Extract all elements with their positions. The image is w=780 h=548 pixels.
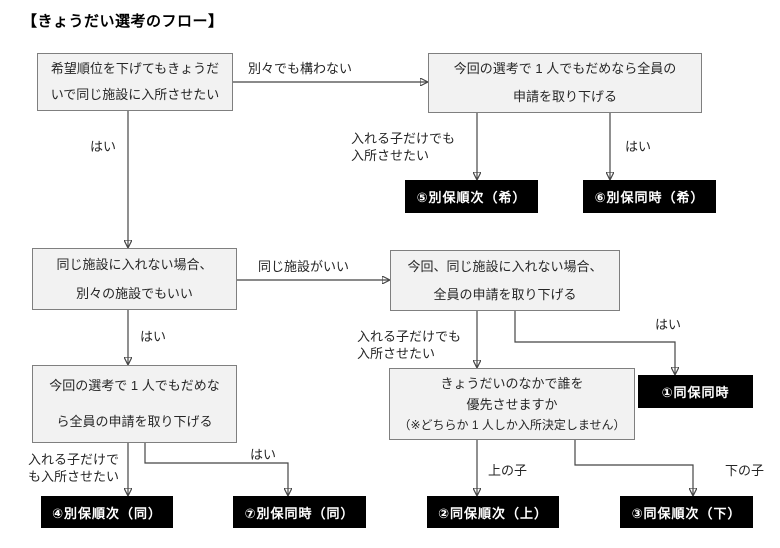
result-box-7-beppo-doji-same: ⑦別保同時（同） [233,496,366,528]
edge-label-enter-only-child: 入れる子だけでも 入所させたい [357,328,461,362]
decision-box-withdraw-all-if-not-same-facility: 今回、同じ施設に入れない場合、 全員の申請を取り下げる [390,250,620,311]
edge-label-separate-ok: 別々でも構わない [248,61,353,76]
result-box-3-doho-junji-lower: ③同保順次（下） [620,496,753,528]
result-box-4-beppo-junji-same: ④別保順次（同） [41,496,173,528]
edge-label-yes: はい [250,447,277,462]
edge-label-yes: はい [625,139,652,154]
box-text-line: 今回の選考で 1 人でもだめな [49,378,220,393]
box-text-line: 今回の選考で 1 人でもだめなら全員の [453,61,677,76]
box-text-line: 優先させますか [466,396,558,412]
decision-box-which-child-priority: きょうだいのなかで誰を 優先させますか （※どちらか 1 人しか入所決定しません… [389,368,635,440]
box-text-line: いで同じ施設に入所させたい [50,87,220,102]
decision-box-lower-priority-same-facility: 希望順位を下げてもきょうだ いで同じ施設に入所させたい [37,53,233,111]
edge-label-line: も入所させたい [28,469,120,484]
box-text-note: （※どちらか 1 人しか入所決定しません） [398,417,626,432]
edge-label-line: 入れる子だけで [28,452,120,467]
result-box-6-beppo-doji-kibo: ⑥別保同時（希） [583,180,716,213]
edge-label-upper-child: 上の子 [488,463,528,478]
edge-label-line: 入れる子だけでも [357,329,462,344]
box-text-line: ら全員の申請を取り下げる [56,414,213,429]
edge-label-same-facility-preferred: 同じ施設がいい [258,259,350,274]
edge-label-line: 入所させたい [357,346,436,361]
box-text-line: 全員の申請を取り下げる [433,286,577,302]
box-text-line: 同じ施設に入れない場合、 [56,257,213,272]
connector-f-r3 [574,440,693,495]
result-box-5-beppo-junji-kibo: ⑤別保順次（希） [405,180,538,213]
decision-box-withdraw-all-if-one-fails-same: 今回の選考で 1 人でもだめな ら全員の申請を取り下げる [32,365,237,443]
decision-box-separate-facility-ok: 同じ施設に入れない場合、 別々の施設でもいい [32,248,237,310]
edge-label-yes: はい [90,139,117,154]
connector-d-r1 [514,311,675,374]
result-box-1-doho-doji: ①同保同時 [638,375,753,408]
box-text-line: きょうだいのなかで誰を [440,375,584,391]
box-text-line: 別々の施設でもいい [76,286,193,301]
edge-label-enter-only-child: 入れる子だけでも 入所させたい [351,130,455,164]
edge-label-line: 入れる子だけでも [351,131,456,146]
decision-box-withdraw-all-if-one-fails-separate: 今回の選考で 1 人でもだめなら全員の 申請を取り下げる [428,53,702,113]
connector-e-r7 [144,443,288,495]
edge-label-yes: はい [655,317,682,332]
edge-label-line: 入所させたい [351,148,430,163]
box-text-line: 希望順位を下げてもきょうだ [50,61,220,76]
result-box-2-doho-junji-upper: ②同保順次（上） [427,496,559,528]
box-text-line: 今回、同じ施設に入れない場合、 [407,258,603,274]
edge-label-yes: はい [140,329,167,344]
edge-label-lower-child: 下の子 [725,463,765,478]
edge-label-enter-only-child: 入れる子だけで も入所させたい [28,451,119,485]
page-title: 【きょうだい選考のフロー】 [22,13,224,30]
box-text-line: 申請を取り下げる [512,89,617,104]
